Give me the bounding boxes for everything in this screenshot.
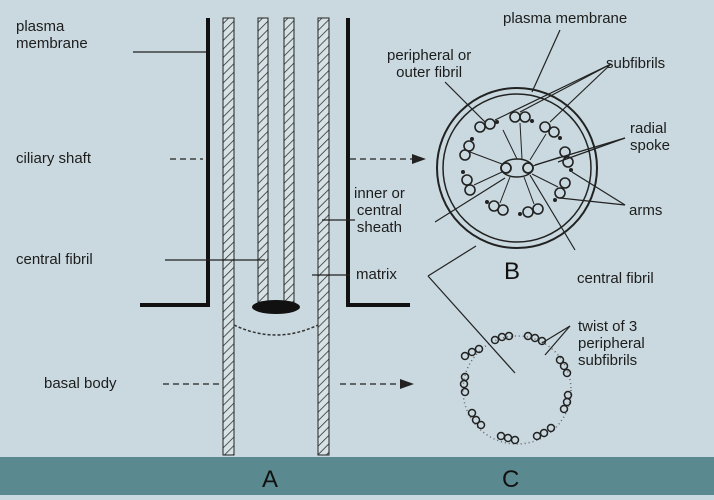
label-line: inner or xyxy=(354,185,405,202)
central-fibril-2 xyxy=(284,18,294,308)
label-line: sheath xyxy=(354,219,405,236)
label-plasma-membrane-top: plasma membrane xyxy=(503,10,627,27)
label-line: plasma xyxy=(16,18,88,35)
leader-plasma-membrane-top xyxy=(532,30,560,92)
caption-bar xyxy=(0,457,714,495)
leader-twist-2 xyxy=(545,326,570,355)
label-line: peripheral or xyxy=(387,47,471,64)
label-twist-subfibrils: twist of 3 peripheral subfibrils xyxy=(578,318,645,369)
cilium-cross-section xyxy=(437,88,597,248)
panel-label-b: B xyxy=(504,258,520,286)
label-basal-body: basal body xyxy=(44,375,117,392)
label-ciliary-shaft: ciliary shaft xyxy=(16,150,91,167)
panel-label-a: A xyxy=(262,466,278,494)
central-pair xyxy=(501,159,533,177)
leader-radial-1 xyxy=(535,138,625,165)
label-line: membrane xyxy=(16,35,88,52)
panel-label-c: C xyxy=(502,466,519,494)
label-line: radial xyxy=(630,120,670,137)
membrane-inner-ring xyxy=(443,94,591,242)
basal-plate-curve xyxy=(234,325,318,335)
label-line: spoke xyxy=(630,137,670,154)
leader-twist-1 xyxy=(542,326,570,343)
plasma-membrane-left-line xyxy=(140,18,208,305)
label-peripheral-outer-fibril: peripheral or outer fibril xyxy=(387,47,471,81)
label-line: twist of 3 xyxy=(578,318,645,335)
outer-fibril-left xyxy=(223,18,234,455)
leader-subfibrils-3 xyxy=(550,64,611,122)
basal-plate xyxy=(252,300,300,314)
triplets xyxy=(461,333,572,444)
label-radial-spoke: radial spoke xyxy=(630,120,670,154)
label-line: peripheral xyxy=(578,335,645,352)
dynein-arms xyxy=(461,119,573,216)
cilium-longitudinal-section xyxy=(140,18,410,455)
label-plasma-membrane-left: plasma membrane xyxy=(16,18,88,52)
label-matrix: matrix xyxy=(356,266,397,283)
label-line: outer fibril xyxy=(387,64,471,81)
label-central-fibril-left: central fibril xyxy=(16,251,93,268)
leader-matrix-b xyxy=(428,246,476,276)
label-arms: arms xyxy=(629,202,662,219)
label-central-fibril-right: central fibril xyxy=(577,270,654,287)
leader-subfibrils-1 xyxy=(495,64,611,120)
outer-fibril-right xyxy=(318,18,329,455)
label-inner-central-sheath: inner or central sheath xyxy=(354,185,405,236)
central-fibril-1 xyxy=(258,18,268,308)
label-line: subfibrils xyxy=(578,352,645,369)
leader-matrix-c xyxy=(428,276,515,373)
basal-body-cross-section xyxy=(461,333,572,445)
label-line: central xyxy=(354,202,405,219)
label-subfibrils: subfibrils xyxy=(606,55,665,72)
